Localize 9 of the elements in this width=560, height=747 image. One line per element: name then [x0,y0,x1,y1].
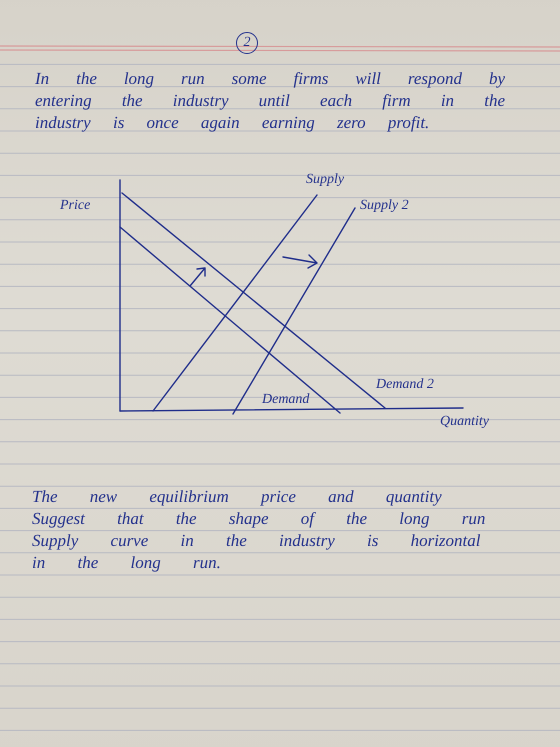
axis-label: Quantity [440,414,489,430]
curve-label: Demand 2 [376,377,434,394]
paragraph-text: In the long run some firms will respond by entering the industry until each firm in the industry is once again earning zero profit. [35,68,505,134]
axis-label: Price [60,198,90,214]
curve-label: Supply 2 [360,198,409,214]
paragraph-text: The new equilibrium price and quantity Suggest that the shape of the long run Supply curve in the industry is horizontal in the long run. [32,486,486,574]
curve-label: Supply [306,172,344,188]
curve-label: Demand [262,392,310,408]
page-number: 2 [236,32,258,54]
